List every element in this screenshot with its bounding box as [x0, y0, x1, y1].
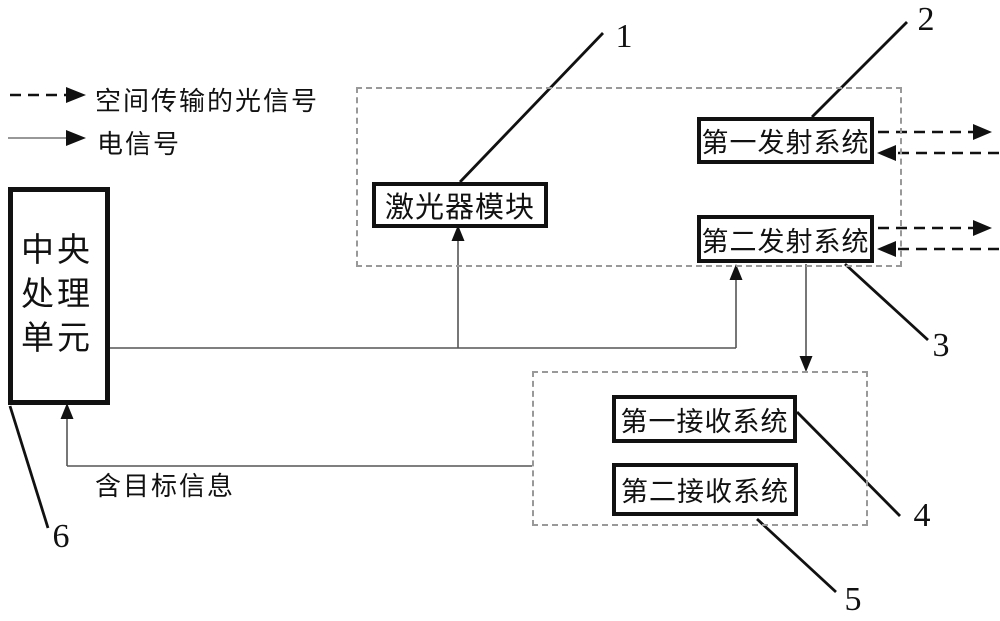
cpu-block-label: 中央处理单元: [21, 233, 93, 357]
electrical-arrowheads: [60, 225, 813, 419]
legend-optical-label: 空间传输的光信号: [95, 87, 320, 116]
second-receive-system-label: 第二接收系统: [621, 477, 789, 507]
second-transmit-system-label: 第二发射系统: [701, 226, 870, 257]
ref-num-4: 4: [913, 497, 931, 534]
first-receive-system-block: 第一接收系统: [612, 395, 797, 443]
legend-optical-arrow: [10, 87, 86, 103]
optical-arrowheads: [877, 124, 992, 257]
ref-num-2: 2: [917, 1, 935, 38]
second-transmit-system-block: 第二发射系统: [697, 215, 874, 263]
laser-module-block: 激光器模块: [372, 182, 548, 228]
electrical-wires: [66, 239, 807, 467]
leader-lines: [8, 21, 929, 594]
laser-module-label: 激光器模块: [384, 192, 535, 224]
first-transmit-system-block: 第一发射系统: [697, 117, 874, 164]
cpu-block: 中央处理单元: [8, 187, 110, 405]
optical-signal-arrows: [878, 130, 999, 251]
transmitter-module-boundary: [356, 87, 902, 267]
first-receive-system-label: 第一接收系统: [620, 406, 789, 437]
ref-num-1: 1: [615, 18, 633, 55]
second-receive-system-block: 第二接收系统: [612, 463, 798, 516]
legend-electrical-label: 电信号: [97, 130, 182, 159]
target-info-annotation: 含目标信息: [95, 472, 236, 501]
ref-num-6: 6: [52, 518, 70, 555]
ref-num-3: 3: [932, 327, 950, 364]
ref-num-5: 5: [844, 581, 862, 618]
first-transmit-system-label: 第一发射系统: [701, 128, 870, 158]
legend-electrical-arrow: [8, 130, 86, 146]
receiver-module-boundary: [532, 371, 868, 526]
